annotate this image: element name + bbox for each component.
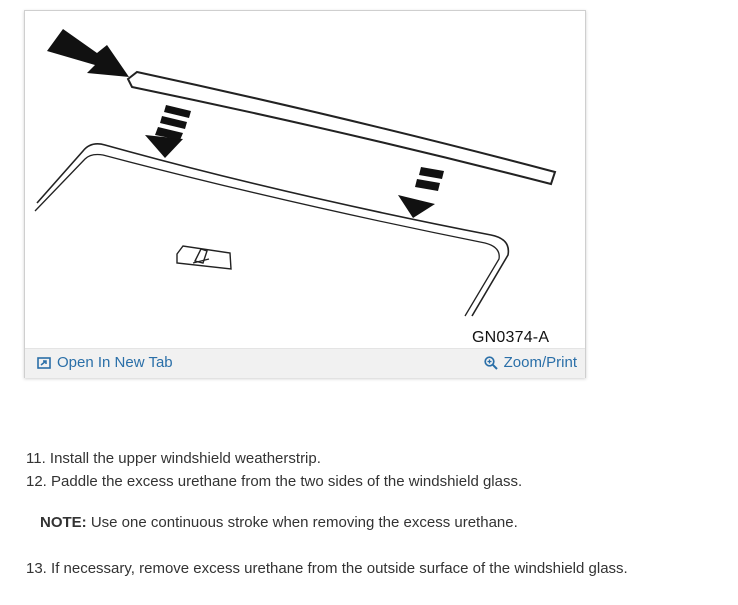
- windshield-weatherstrip-illustration: [34, 29, 557, 317]
- figure-card: GN0374-A Open In New Tab Zoom/Print: [24, 10, 586, 378]
- procedure-steps: 11. Install the upper windshield weather…: [26, 447, 522, 493]
- step-number: 12.: [26, 473, 47, 490]
- step-number: 11.: [26, 450, 46, 467]
- step-number: 13.: [26, 560, 47, 577]
- pointer-arrow-icon: [47, 29, 129, 77]
- note-block: NOTE: Use one continuous stroke when rem…: [40, 514, 518, 531]
- install-direction-arrow-left: [145, 105, 191, 158]
- note-label: NOTE:: [40, 514, 87, 531]
- zoom-print-label: Zoom/Print: [503, 354, 577, 371]
- mirror-mount-icon: [176, 245, 232, 270]
- install-direction-arrow-right: [398, 167, 444, 218]
- step-text: Install the upper windshield weatherstri…: [49, 450, 321, 467]
- step-text: Paddle the excess urethane from the two …: [51, 473, 523, 490]
- note-text: Use one continuous stroke when removing …: [90, 514, 518, 531]
- step-item: 13. If necessary, remove excess urethane…: [26, 560, 628, 577]
- open-in-new-tab-link[interactable]: Open In New Tab: [37, 354, 173, 371]
- weatherstrip-strip: [126, 70, 557, 186]
- figure-toolbar: Open In New Tab Zoom/Print: [25, 348, 585, 378]
- open-new-tab-icon: [37, 356, 51, 369]
- step-item: 12. Paddle the excess urethane from the …: [26, 470, 522, 493]
- step-item: 11. Install the upper windshield weather…: [26, 447, 522, 470]
- windshield-glass-outline: [36, 143, 510, 317]
- figure-code: GN0374-A: [472, 329, 550, 346]
- open-in-new-tab-label: Open In New Tab: [57, 354, 173, 371]
- step-text: If necessary, remove excess urethane fro…: [51, 560, 628, 577]
- zoom-icon: [483, 355, 498, 370]
- windshield-glass-inner-edge: [34, 153, 500, 317]
- zoom-print-link[interactable]: Zoom/Print: [483, 354, 577, 371]
